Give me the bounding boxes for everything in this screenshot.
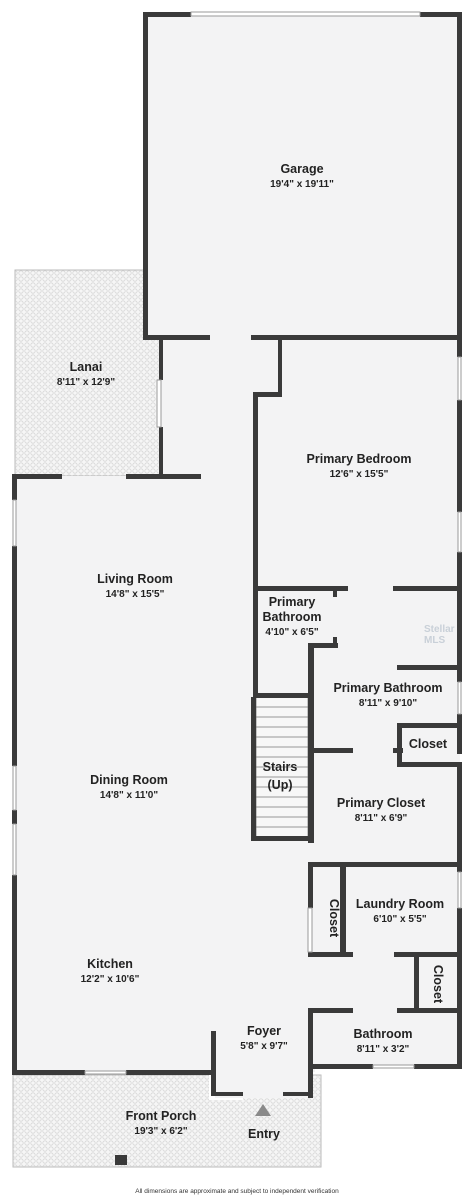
watermark: Stellar MLS: [424, 624, 455, 646]
dining-room-label: Dining Room: [90, 773, 168, 787]
disclaimer-text: All dimensions are approximate and subje…: [135, 1188, 339, 1195]
stairs-label-1: Stairs: [263, 760, 298, 774]
lanai-dims: 8'11" x 12'9": [57, 377, 115, 388]
laundry-room-dims: 6'10" x 5'5": [373, 914, 426, 925]
lanai-label: Lanai: [70, 360, 103, 374]
kitchen-label: Kitchen: [87, 957, 133, 971]
garage-label: Garage: [280, 162, 323, 176]
primary-bathroom-label: Primary Bathroom: [333, 681, 442, 695]
entry-label: Entry: [248, 1127, 280, 1141]
closet-b-label: Closet: [327, 899, 341, 938]
front-porch-label: Front Porch: [126, 1109, 197, 1123]
closet-a-label: Closet: [409, 737, 448, 751]
entry-arrow-icon: [255, 1104, 271, 1116]
front-porch-dims: 19'3" x 6'2": [134, 1126, 187, 1137]
walls: [12, 12, 462, 1165]
closet-c-label: Closet: [431, 965, 445, 1004]
primary-closet-dims: 8'11" x 6'9": [355, 813, 408, 824]
dining-room-dims: 14'8" x 11'0": [100, 790, 158, 801]
laundry-room-label: Laundry Room: [356, 897, 444, 911]
hall-floor: [160, 336, 260, 479]
bathroom-dims: 8'11" x 3'2": [357, 1044, 410, 1055]
primary-bath-small-dims: 4'10" x 6'5": [265, 627, 318, 638]
garage-dims: 19'4" x 19'11": [270, 179, 334, 190]
garage-floor: [146, 14, 460, 336]
foyer-label: Foyer: [247, 1024, 281, 1038]
stairs-treads: [255, 696, 309, 840]
kitchen-dims: 12'2" x 10'6": [81, 974, 140, 985]
primary-closet-label: Primary Closet: [337, 796, 426, 810]
primary-bath-small-label-1: Primary: [269, 595, 316, 609]
lanai-floor: [14, 269, 161, 477]
stairs-label-2: (Up): [268, 778, 293, 792]
windows: [12, 11, 462, 1075]
primary-bath-small-label-2: Bathroom: [262, 610, 321, 624]
primary-bedroom-label: Primary Bedroom: [307, 452, 412, 466]
foyer-floor: [215, 1034, 311, 1098]
primary-bedroom-dims: 12'6" x 15'5": [330, 469, 389, 480]
bathroom-label: Bathroom: [353, 1027, 412, 1041]
living-room-label: Living Room: [97, 572, 173, 586]
foyer-dims: 5'8" x 9'7": [240, 1041, 288, 1052]
living-room-dims: 14'8" x 15'5": [106, 589, 165, 600]
primary-bathroom-dims: 8'11" x 9'10": [359, 698, 417, 709]
